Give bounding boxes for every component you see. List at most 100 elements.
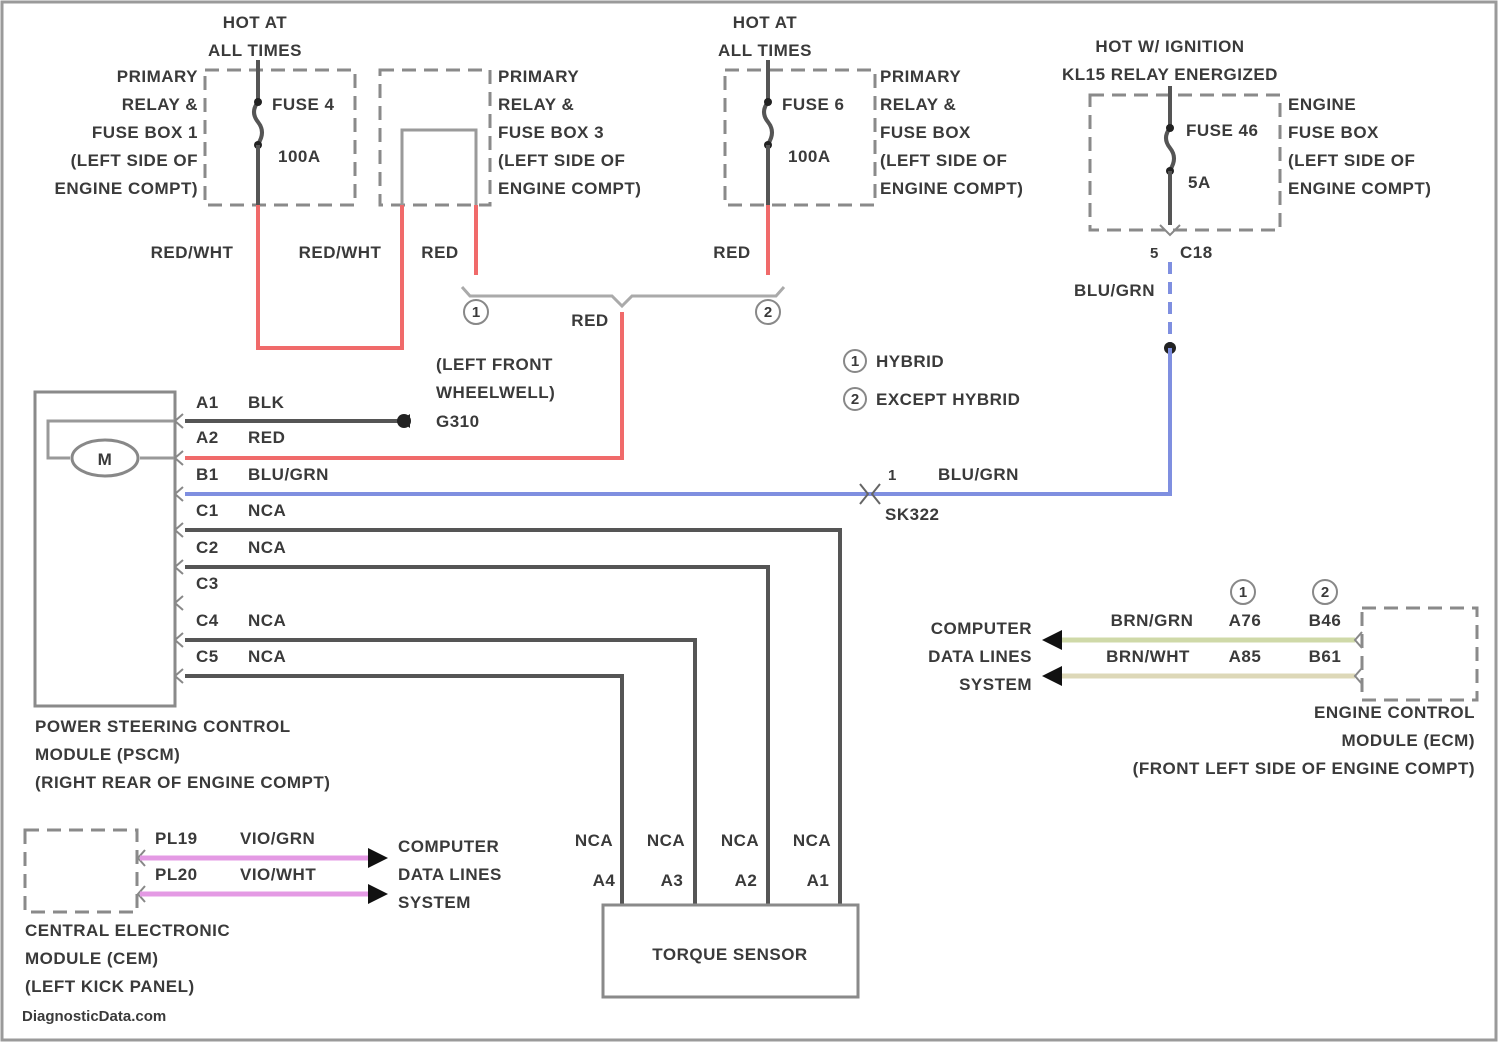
ecm-pin-a76: A76 bbox=[1229, 611, 1262, 630]
motor-label: M bbox=[98, 450, 113, 469]
wire-label-redwht-1: RED/WHT bbox=[151, 243, 234, 262]
svg-text:NCA: NCA bbox=[248, 647, 286, 666]
svg-text:2: 2 bbox=[1321, 584, 1329, 601]
sk322-connector: SK322 bbox=[885, 505, 939, 524]
svg-text:NCA: NCA bbox=[248, 501, 286, 520]
ground-point-icon bbox=[397, 414, 411, 428]
svg-text:ENGINE COMPT): ENGINE COMPT) bbox=[880, 179, 1023, 198]
svg-text:COMPUTER: COMPUTER bbox=[398, 837, 499, 856]
svg-text:B1: B1 bbox=[196, 465, 219, 484]
wire-label-blugrn-1: BLU/GRN bbox=[1074, 281, 1155, 300]
wire-label-red-2: RED bbox=[713, 243, 750, 262]
svg-text:MODULE (ECM): MODULE (ECM) bbox=[1342, 731, 1475, 750]
svg-text:SYSTEM: SYSTEM bbox=[959, 675, 1032, 694]
fuse-1-rating: 100A bbox=[278, 147, 321, 166]
svg-text:FUSE BOX 1: FUSE BOX 1 bbox=[92, 123, 198, 142]
legend-hybrid: HYBRID bbox=[876, 352, 944, 371]
svg-text:C3: C3 bbox=[196, 574, 219, 593]
svg-text:A2: A2 bbox=[196, 428, 219, 447]
cem-pin-pl19: PL19 bbox=[155, 829, 198, 848]
svg-text:ENGINE COMPT): ENGINE COMPT) bbox=[498, 179, 641, 198]
svg-text:RELAY &: RELAY & bbox=[880, 95, 956, 114]
svg-text:NCA: NCA bbox=[575, 831, 613, 850]
ecm-pin-a85: A85 bbox=[1229, 647, 1262, 666]
svg-text:1: 1 bbox=[1239, 584, 1247, 601]
svg-text:NCA: NCA bbox=[793, 831, 831, 850]
svg-text:BLU/GRN: BLU/GRN bbox=[248, 465, 329, 484]
fuse-2-name: FUSE 6 bbox=[782, 95, 845, 114]
svg-text:ENGINE COMPT): ENGINE COMPT) bbox=[55, 179, 198, 198]
ground-id: G310 bbox=[436, 412, 480, 431]
svg-text:C2: C2 bbox=[196, 538, 219, 557]
wire-label-viogrn: VIO/GRN bbox=[240, 829, 315, 848]
wire-label-red-3: RED bbox=[571, 311, 608, 330]
svg-text:RELAY &: RELAY & bbox=[498, 95, 574, 114]
svg-text:(LEFT SIDE OF: (LEFT SIDE OF bbox=[498, 151, 625, 170]
svg-text:WHEELWELL): WHEELWELL) bbox=[436, 383, 555, 402]
c18-connector: C18 bbox=[1180, 243, 1213, 262]
svg-text:COMPUTER: COMPUTER bbox=[931, 619, 1032, 638]
svg-text:(LEFT SIDE OF: (LEFT SIDE OF bbox=[71, 151, 198, 170]
variant-badge-1-num: 1 bbox=[472, 304, 480, 321]
fuse-3-name: FUSE 46 bbox=[1186, 121, 1258, 140]
svg-text:C5: C5 bbox=[196, 647, 219, 666]
svg-text:POWER STEERING CONTROL: POWER STEERING CONTROL bbox=[35, 717, 291, 736]
svg-text:A1: A1 bbox=[196, 393, 219, 412]
svg-text:ENGINE: ENGINE bbox=[1288, 95, 1356, 114]
legend-badge-except-num: 2 bbox=[851, 391, 859, 408]
svg-text:KL15 RELAY ENERGIZED: KL15 RELAY ENERGIZED bbox=[1062, 65, 1278, 84]
svg-text:(LEFT FRONT: (LEFT FRONT bbox=[436, 355, 553, 374]
svg-text:DATA LINES: DATA LINES bbox=[398, 865, 502, 884]
wire-label-redwht-2: RED/WHT bbox=[299, 243, 382, 262]
fuse-1-name: FUSE 4 bbox=[272, 95, 335, 114]
svg-text:ENGINE CONTROL: ENGINE CONTROL bbox=[1314, 703, 1475, 722]
svg-text:NCA: NCA bbox=[248, 611, 286, 630]
variant-badge-2-num: 2 bbox=[764, 304, 772, 321]
svg-text:MODULE (CEM): MODULE (CEM) bbox=[25, 949, 158, 968]
svg-text:BLK: BLK bbox=[248, 393, 285, 412]
cem-pin-pl20: PL20 bbox=[155, 865, 198, 884]
svg-text:A3: A3 bbox=[661, 871, 684, 890]
svg-text:(LEFT SIDE OF: (LEFT SIDE OF bbox=[880, 151, 1007, 170]
wire-label-viowht: VIO/WHT bbox=[240, 865, 316, 884]
fuse-3-rating: 5A bbox=[1188, 173, 1211, 192]
svg-text:PRIMARY: PRIMARY bbox=[880, 67, 961, 86]
legend-except-hybrid: EXCEPT HYBRID bbox=[876, 390, 1020, 409]
svg-text:FUSE BOX: FUSE BOX bbox=[880, 123, 971, 142]
svg-text:A2: A2 bbox=[735, 871, 758, 890]
svg-text:MODULE (PSCM): MODULE (PSCM) bbox=[35, 745, 180, 764]
wire-label-brngrn: BRN/GRN bbox=[1111, 611, 1194, 630]
c18-pin: 5 bbox=[1150, 245, 1158, 262]
svg-text:C1: C1 bbox=[196, 501, 219, 520]
svg-text:SYSTEM: SYSTEM bbox=[398, 893, 471, 912]
svg-text:HOT AT: HOT AT bbox=[223, 13, 287, 32]
svg-text:RED: RED bbox=[248, 428, 285, 447]
fuse-2-rating: 100A bbox=[788, 147, 831, 166]
svg-text:A1: A1 bbox=[807, 871, 830, 890]
svg-text:PRIMARY: PRIMARY bbox=[498, 67, 579, 86]
svg-text:(LEFT KICK PANEL): (LEFT KICK PANEL) bbox=[25, 977, 195, 996]
svg-text:C4: C4 bbox=[196, 611, 219, 630]
torque-sensor-label: TORQUE SENSOR bbox=[652, 945, 807, 964]
svg-text:(FRONT LEFT SIDE OF ENGINE COM: (FRONT LEFT SIDE OF ENGINE COMPT) bbox=[1133, 759, 1475, 778]
fuse-1-terminal bbox=[254, 98, 262, 106]
svg-text:HOT AT: HOT AT bbox=[733, 13, 797, 32]
svg-text:ALL TIMES: ALL TIMES bbox=[208, 41, 302, 60]
svg-text:NCA: NCA bbox=[647, 831, 685, 850]
svg-text:FUSE BOX 3: FUSE BOX 3 bbox=[498, 123, 604, 142]
svg-text:RELAY &: RELAY & bbox=[122, 95, 198, 114]
ecm-pin-b61: B61 bbox=[1309, 647, 1342, 666]
svg-text:A4: A4 bbox=[593, 871, 616, 890]
legend-badge-hybrid-num: 1 bbox=[851, 353, 859, 370]
svg-text:FUSE BOX: FUSE BOX bbox=[1288, 123, 1379, 142]
wire-label-red-1: RED bbox=[421, 243, 458, 262]
sk322-pin: 1 bbox=[888, 467, 896, 484]
fuse-3-terminal bbox=[1166, 124, 1174, 132]
watermark: DiagnosticData.com bbox=[22, 1008, 166, 1025]
svg-text:NCA: NCA bbox=[721, 831, 759, 850]
ecm-pin-b46: B46 bbox=[1309, 611, 1342, 630]
svg-text:CENTRAL ELECTRONIC: CENTRAL ELECTRONIC bbox=[25, 921, 230, 940]
svg-text:ENGINE COMPT): ENGINE COMPT) bbox=[1288, 179, 1431, 198]
svg-text:ALL TIMES: ALL TIMES bbox=[718, 41, 812, 60]
